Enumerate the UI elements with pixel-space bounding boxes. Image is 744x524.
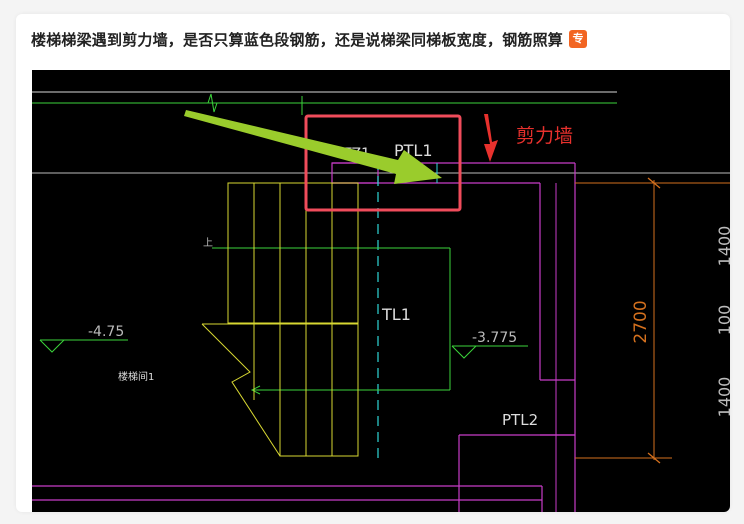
post-card: 楼梯梯梁遇到剪力墙，是否只算蓝色段钢筋，还是说梯梁同梯板宽度，钢筋照算 专	[16, 14, 730, 512]
dim-1400-top: 1400	[715, 226, 730, 267]
label-ptl2: PTL2	[502, 411, 538, 429]
expert-badge: 专	[569, 30, 588, 48]
green-arrowhead	[250, 385, 261, 395]
stair-flight-upper	[227, 182, 359, 324]
elev-left-triangle	[39, 339, 65, 353]
cad-drawing-svg: 2700 1400 100 1400 -4.75 -3.775 上 楼梯间1 T…	[32, 91, 730, 512]
post-title-row: 楼梯梯梁遇到剪力墙，是否只算蓝色段钢筋，还是说梯梁同梯板宽度，钢筋照算 专	[31, 26, 588, 52]
post-title[interactable]: 楼梯梯梁遇到剪力墙，是否只算蓝色段钢筋，还是说梯梁同梯板宽度，钢筋照算	[31, 30, 564, 49]
dim-2700: 2700	[631, 300, 651, 343]
label-shear-wall: 剪力墙	[516, 125, 573, 147]
cad-drawing-image: 2700 1400 100 1400 -4.75 -3.775 上 楼梯间1 T…	[32, 70, 730, 512]
label-tl1: TL1	[381, 305, 411, 324]
dim-tick-top	[647, 177, 661, 189]
elev-right-label: -3.775	[472, 330, 517, 346]
label-up: 上	[203, 237, 213, 249]
elev-left-label: -4.75	[88, 324, 124, 340]
dim-tick-bottom	[647, 452, 661, 464]
dim-mid: 100	[715, 305, 730, 336]
elev-right-triangle	[451, 345, 477, 359]
green-annotation-arrow	[184, 110, 442, 184]
break-symbol	[202, 93, 222, 113]
highlight-box	[304, 114, 462, 212]
label-stair-room: 楼梯间1	[118, 370, 154, 383]
dim-1400-bottom: 1400	[715, 377, 730, 418]
red-annotation-arrow	[484, 114, 498, 162]
